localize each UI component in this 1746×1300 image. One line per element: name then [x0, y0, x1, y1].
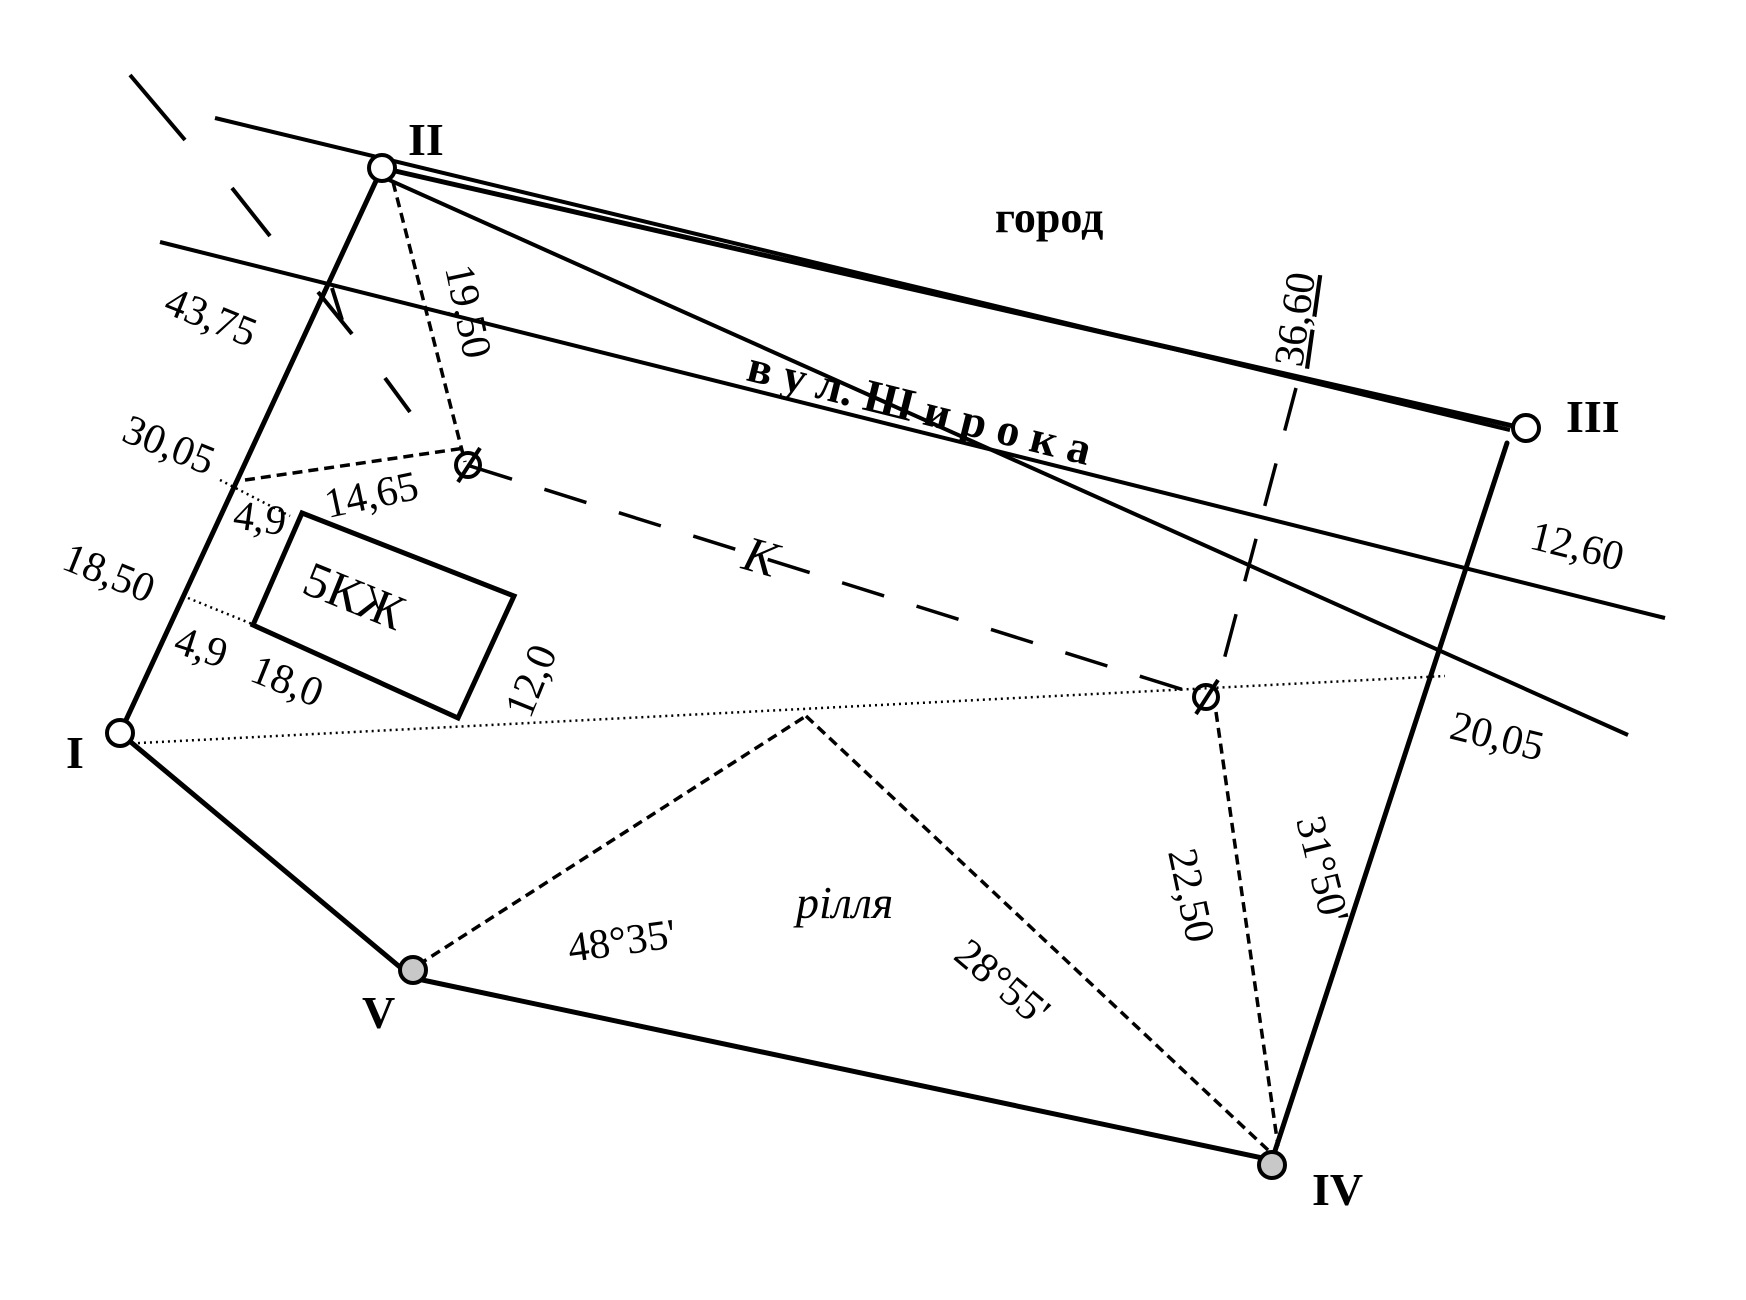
station-v-marker [398, 955, 428, 985]
label-12-60: 12,60 [1526, 513, 1629, 580]
station-iv-marker [1257, 1150, 1287, 1180]
label-30-05: 30,05 [116, 407, 221, 485]
label-line-k: К [736, 524, 787, 588]
label-18-50: 18,50 [56, 535, 161, 613]
building-5kzh [249, 509, 518, 722]
street-line-middle [159, 240, 1666, 620]
station-iii-marker [1511, 413, 1541, 443]
station-i-marker [105, 718, 135, 748]
crossing-marker-1 [454, 446, 482, 484]
station-label-iii: III [1566, 391, 1620, 442]
label-street: в у л. Ш и р о к а [743, 340, 1097, 475]
label-12-0: 12,0 [497, 638, 567, 723]
station-label-ii: II [408, 114, 444, 165]
label-rillia: рілля [793, 877, 893, 928]
dashed-survey-lines [244, 181, 1280, 1152]
label-14-65: 14,65 [321, 463, 423, 528]
label-48-35: 48°35' [565, 911, 679, 972]
label-20-05: 20,05 [1446, 703, 1549, 770]
crossing-marker-2 [1192, 678, 1220, 716]
label-36-60: 36,60 [1266, 269, 1325, 369]
label-31-50: 31°50' [1286, 811, 1357, 927]
label-gorod: город [995, 193, 1103, 242]
station-ii-marker [367, 153, 397, 183]
traverse-polygon [117, 165, 1525, 1163]
label-22-50: 22,50 [1158, 845, 1223, 947]
street-line-south [377, 173, 1629, 737]
label-4-9-top: 4,9 [231, 492, 289, 545]
break-markers [330, 287, 344, 321]
line-k [469, 464, 1204, 698]
label-43-75: 43,75 [158, 279, 263, 357]
label-4-9-bottom: 4,9 [169, 618, 233, 678]
label-18-0: 18,0 [244, 647, 329, 717]
station-label-iv: IV [1312, 1164, 1363, 1215]
label-28-55: 28°55' [946, 930, 1059, 1035]
offset-building-bottom [187, 596, 253, 626]
line-36-60 [1214, 387, 1298, 691]
label-building: 5КЖ [296, 550, 413, 641]
station-label-v: V [362, 987, 395, 1038]
label-19-50: 19,50 [435, 261, 500, 363]
station-label-i: I [66, 727, 84, 778]
offset-line-i-east [119, 674, 1446, 746]
offset-building-top [219, 478, 291, 518]
